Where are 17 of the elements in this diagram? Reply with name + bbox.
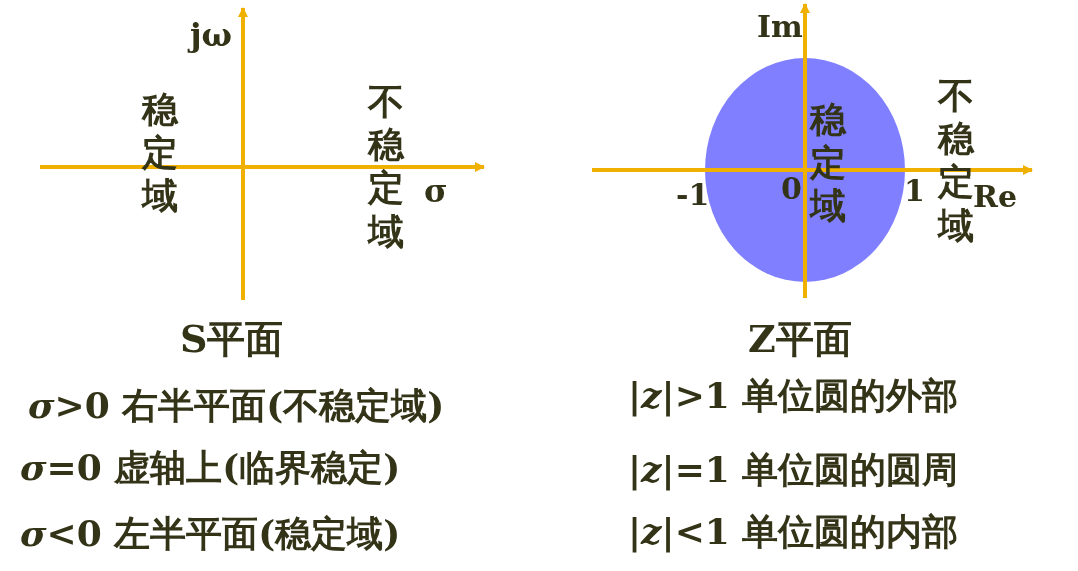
condition-text: σ>0 右半平面(不稳定域) bbox=[28, 386, 445, 426]
tick-label: 1 bbox=[904, 174, 925, 207]
region-label: 不稳定域 bbox=[368, 80, 404, 253]
condition-text: |z|=1 单位圆的圆周 bbox=[628, 450, 959, 490]
tick-label: -1 bbox=[676, 178, 710, 211]
condition-text: |z|>1 单位圆的外部 bbox=[628, 376, 959, 416]
condition-text: |z|<1 单位圆的内部 bbox=[628, 512, 959, 552]
axis-label: Im bbox=[757, 10, 803, 43]
condition-text: σ=0 虚轴上(临界稳定) bbox=[20, 448, 401, 488]
tick-label: 0 bbox=[781, 172, 802, 205]
axis-label: σ bbox=[424, 174, 448, 210]
plane-title: Z平面 bbox=[748, 318, 852, 360]
region-label: 稳定域 bbox=[142, 88, 178, 218]
plane-title: S平面 bbox=[180, 318, 284, 360]
condition-text: σ<0 左半平面(稳定域) bbox=[20, 514, 401, 554]
axis-label: Re bbox=[973, 180, 1018, 213]
region-label: 不稳定域 bbox=[938, 74, 974, 247]
